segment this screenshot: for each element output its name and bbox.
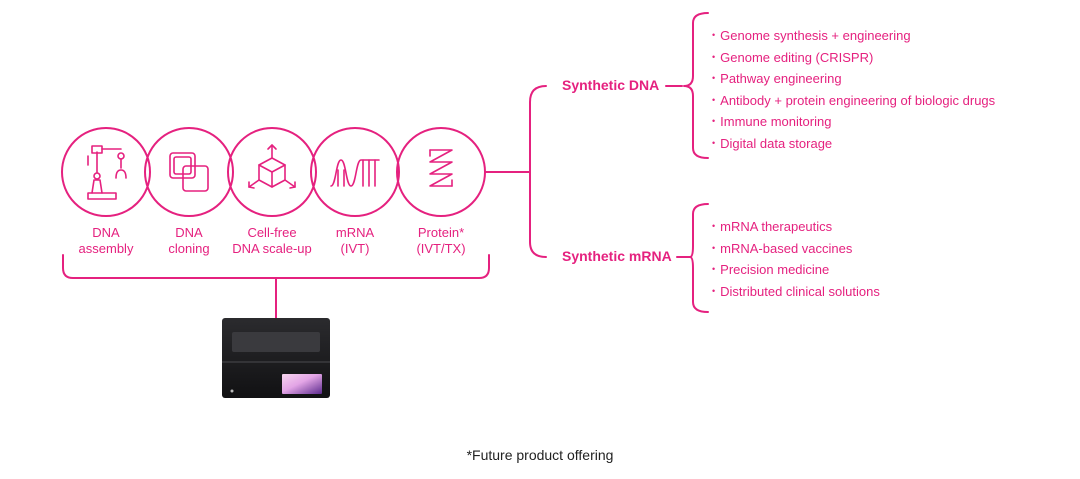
step-label-dna-assembly: DNA assembly [56,225,156,257]
list-item: Digital data storage [712,134,995,156]
list-item: Immune monitoring [712,112,995,134]
branch-title-synthetic-dna: Synthetic DNA [562,77,660,93]
list-item: Antibody + protein engineering of biolog… [712,91,995,113]
branch-title-synthetic-mrna: Synthetic mRNA [562,248,672,264]
brace-dna-list [683,12,709,159]
benchtop-instrument-icon [222,318,330,398]
step-label-line1: DNA [175,225,203,240]
step-label-line2: DNA scale-up [232,241,312,256]
step-label-line1: Cell-free [247,225,297,240]
step-circle-dna-assembly [61,127,151,217]
step-label-mrna: mRNA (IVT) [305,225,405,257]
brace-mrna-list [689,203,709,313]
robot-arm-icon [87,145,127,200]
step-label-dna-cloning: DNA cloning [139,225,239,257]
step-circle-mrna [310,127,400,217]
list-item: Genome editing (CRISPR) [712,48,995,70]
step-label-line2: (IVT/TX) [416,241,466,256]
step-label-line1: Protein* [417,225,465,240]
cube-arrows-icon [248,144,296,189]
bottom-bracket [62,254,490,279]
list-item: Distributed clinical solutions [712,282,880,304]
protein-helix-icon [429,149,453,187]
step-label-line1: DNA [92,225,120,240]
step-circle-protein [396,127,486,217]
list-item: mRNA therapeutics [712,217,880,239]
step-label-cell-free: Cell-free DNA scale-up [222,225,322,257]
list-item: Pathway engineering [712,69,995,91]
synthetic-mrna-applications: mRNA therapeutics mRNA-based vaccines Pr… [712,217,880,303]
step-label-line2: (IVT) [340,241,370,256]
branch-connector [529,85,547,258]
list-item: Precision medicine [712,260,880,282]
overlapping-squares-icon [169,152,209,192]
footnote: *Future product offering [466,447,614,463]
mrna-strand-icon [330,159,380,187]
step-label-line2: cloning [168,241,210,256]
step-circle-dna-cloning [144,127,234,217]
synthetic-dna-applications: Genome synthesis + engineering Genome ed… [712,26,995,155]
step-circle-cell-free [227,127,317,217]
step-label-line1: mRNA [335,225,375,240]
list-item: mRNA-based vaccines [712,239,880,261]
step-label-line2: assembly [78,241,134,256]
list-item: Genome synthesis + engineering [712,26,995,48]
step-label-protein: Protein* (IVT/TX) [391,225,491,257]
